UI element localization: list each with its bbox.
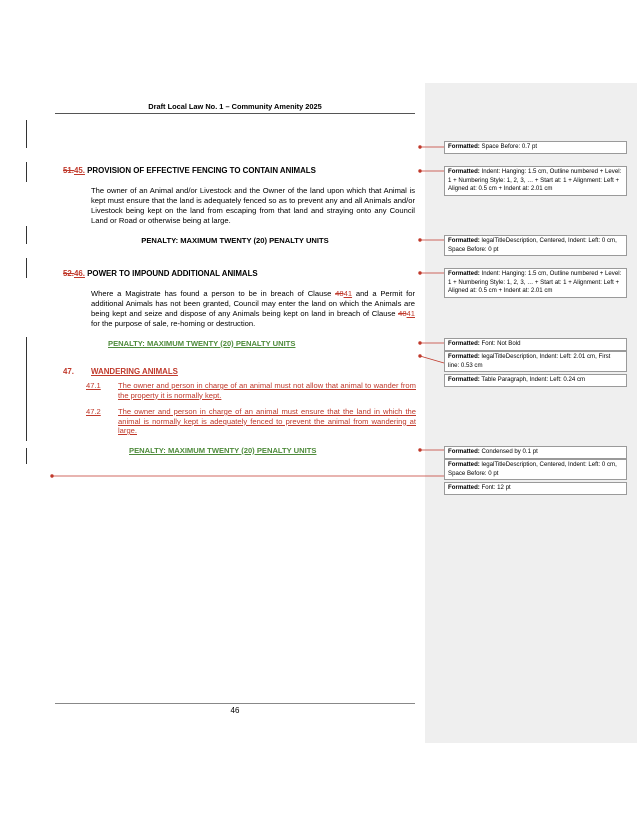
comment-balloon[interactable]: Formatted: legalTitleDescription, Center… — [444, 235, 627, 257]
penalty-line-47[interactable]: PENALTY: MAXIMUM TWENTY (20) PENALTY UNI… — [129, 446, 317, 455]
inserted-clause-ref: 41 — [406, 309, 415, 318]
balloon-label: Formatted: — [448, 484, 480, 491]
comment-balloon[interactable]: Formatted: Space Before: 0.7 pt — [444, 141, 627, 154]
comment-balloon[interactable]: Formatted: Font: Not Bold — [444, 338, 627, 351]
leader-dot — [418, 145, 422, 149]
balloon-text: Table Paragraph, Indent: Left: 0.24 cm — [481, 376, 586, 383]
balloon-text: legalTitleDescription, Centered, Indent:… — [448, 237, 617, 253]
leader-dot — [418, 354, 422, 358]
item-text: The owner and person in charge of an ani… — [118, 381, 416, 400]
body-text-part: for the purpose of sale, re-homing or de… — [91, 319, 256, 328]
balloon-text: Font: Not Bold — [481, 340, 521, 347]
list-item[interactable]: 47.1 The owner and person in charge of a… — [86, 381, 416, 400]
section-title: WANDERING ANIMALS — [91, 367, 178, 376]
section-body-46[interactable]: Where a Magistrate has found a person to… — [91, 289, 415, 329]
change-bar — [26, 448, 27, 464]
section-number: 47. — [63, 367, 74, 376]
leader-dot — [418, 238, 422, 242]
deleted-number: 51. — [63, 166, 74, 175]
leader-dot — [418, 341, 422, 345]
balloon-label: Formatted: — [448, 461, 480, 468]
change-bar — [26, 162, 27, 182]
deleted-number: 52. — [63, 269, 74, 278]
change-bar — [26, 337, 27, 441]
comment-balloon[interactable]: Formatted: Condensed by 0.1 pt — [444, 446, 627, 459]
balloon-text: legalTitleDescription, Indent: Left: 2.0… — [448, 353, 611, 369]
comment-balloon[interactable]: Formatted: Indent: Hanging: 1.5 cm, Outl… — [444, 268, 627, 298]
body-text-part: Where a Magistrate has found a person to… — [91, 289, 336, 298]
penalty-line-46[interactable]: PENALTY: MAXIMUM TWENTY (20) PENALTY UNI… — [108, 339, 296, 348]
leader-dot — [50, 474, 54, 478]
balloon-label: Formatted: — [448, 376, 480, 383]
footer-rule — [55, 703, 415, 704]
balloon-text: Font: 12 pt — [481, 484, 511, 491]
section-body-45[interactable]: The owner of an Animal and/or Livestock … — [91, 186, 415, 225]
comment-balloon[interactable]: Formatted: legalTitleDescription, Indent… — [444, 351, 627, 373]
section-heading-45[interactable]: 51.45. PROVISION OF EFFECTIVE FENCING TO… — [63, 166, 316, 175]
inserted-number: 45. — [73, 166, 85, 175]
leader-dot — [418, 271, 422, 275]
deleted-clause-ref: 48 — [335, 289, 344, 298]
leader-dot — [418, 448, 422, 452]
balloon-label: Formatted: — [448, 340, 480, 347]
comment-balloon[interactable]: Formatted: legalTitleDescription, Center… — [444, 459, 627, 481]
balloon-label: Formatted: — [448, 237, 480, 244]
change-bar — [26, 120, 27, 148]
header-rule — [55, 113, 415, 114]
item-number: 47.2 — [86, 407, 101, 416]
item-number: 47.1 — [86, 381, 101, 390]
inserted-number: 46. — [73, 269, 85, 278]
list-item[interactable]: 47.2 The owner and person in charge of a… — [86, 407, 416, 436]
item-text: The owner and person in charge of an ani… — [118, 407, 416, 435]
deleted-clause-ref: 48 — [398, 309, 407, 318]
inserted-clause-ref: 41 — [343, 289, 353, 298]
comment-balloon[interactable]: Formatted: Font: 12 pt — [444, 482, 627, 495]
section-heading-46[interactable]: 52.46. POWER TO IMPOUND ADDITIONAL ANIMA… — [63, 269, 258, 278]
body-text-part: and a Permit for additional Animals has … — [91, 289, 415, 318]
page-header: Draft Local Law No. 1 – Community Amenit… — [148, 102, 322, 111]
balloon-label: Formatted: — [448, 270, 480, 277]
penalty-line-45[interactable]: PENALTY: MAXIMUM TWENTY (20) PENALTY UNI… — [141, 236, 329, 245]
leader-dot — [418, 169, 422, 173]
balloon-label: Formatted: — [448, 168, 480, 175]
balloon-text: legalTitleDescription, Centered, Indent:… — [448, 461, 617, 477]
leader-line — [419, 355, 445, 364]
balloon-label: Formatted: — [448, 143, 480, 150]
section-title: PROVISION OF EFFECTIVE FENCING TO CONTAI… — [87, 166, 316, 175]
comment-balloon[interactable]: Formatted: Indent: Hanging: 1.5 cm, Outl… — [444, 166, 627, 196]
balloon-text: Space Before: 0.7 pt — [481, 143, 538, 150]
balloon-text: Condensed by 0.1 pt — [481, 448, 538, 455]
change-bar — [26, 258, 27, 278]
change-bar — [26, 226, 27, 244]
section-title: POWER TO IMPOUND ADDITIONAL ANIMALS — [87, 269, 258, 278]
balloon-label: Formatted: — [448, 353, 480, 360]
page-number: 46 — [230, 706, 240, 715]
balloon-label: Formatted: — [448, 448, 480, 455]
balloon-text: Indent: Hanging: 1.5 cm, Outline numbere… — [448, 168, 622, 193]
balloon-text: Indent: Hanging: 1.5 cm, Outline numbere… — [448, 270, 622, 295]
section-heading-47[interactable]: 47. WANDERING ANIMALS — [63, 367, 178, 376]
comment-balloon[interactable]: Formatted: Table Paragraph, Indent: Left… — [444, 374, 627, 387]
